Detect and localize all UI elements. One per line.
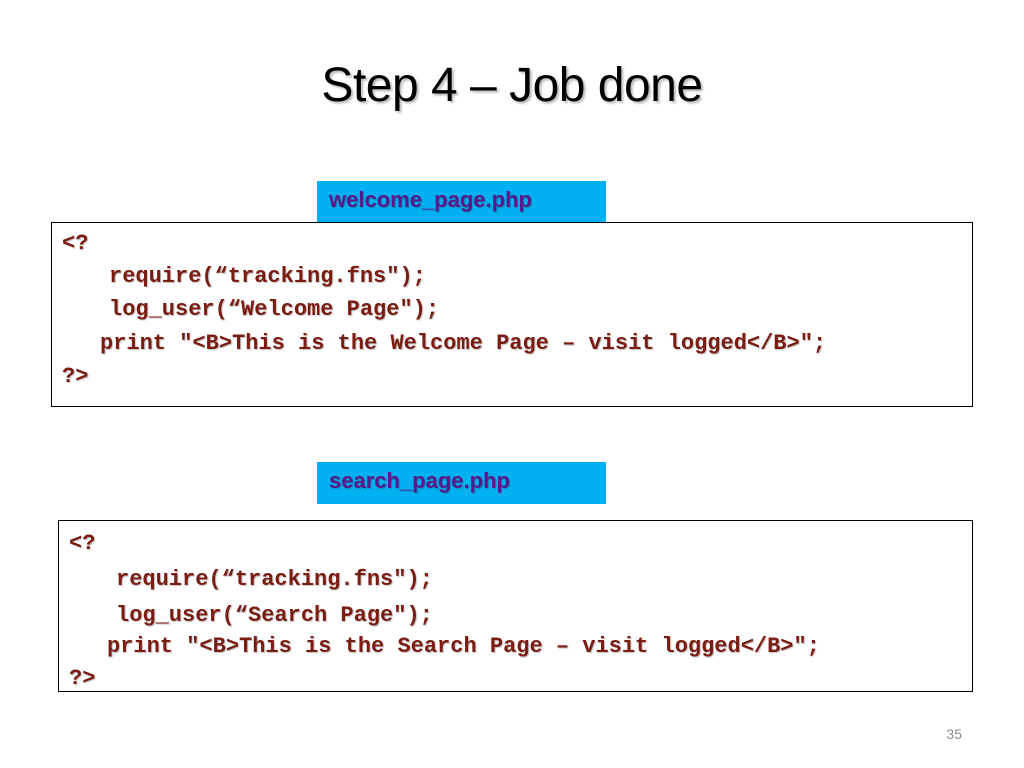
code-line: require(“tracking.fns"); xyxy=(109,264,426,289)
code-line: ?> xyxy=(62,364,89,389)
code-line: <? xyxy=(62,231,89,256)
welcome-file-label: welcome_page.php xyxy=(317,181,606,223)
welcome-code-box: <? require(“tracking.fns"); log_user(“We… xyxy=(51,222,973,407)
search-code-box: <? require(“tracking.fns"); log_user(“Se… xyxy=(58,520,973,692)
search-file-label: search_page.php xyxy=(317,462,606,504)
code-line: log_user(“Welcome Page"); xyxy=(109,297,440,322)
code-line: require(“tracking.fns"); xyxy=(116,567,433,592)
page-number: 35 xyxy=(946,726,962,742)
code-line: <? xyxy=(69,531,96,556)
slide-title: Step 4 – Job done xyxy=(321,59,703,112)
code-line: ?> xyxy=(69,666,96,691)
code-line: log_user(“Search Page"); xyxy=(116,603,433,628)
code-line: print "<B>This is the Welcome Page – vis… xyxy=(100,331,827,356)
code-line: print "<B>This is the Search Page – visi… xyxy=(107,634,820,659)
